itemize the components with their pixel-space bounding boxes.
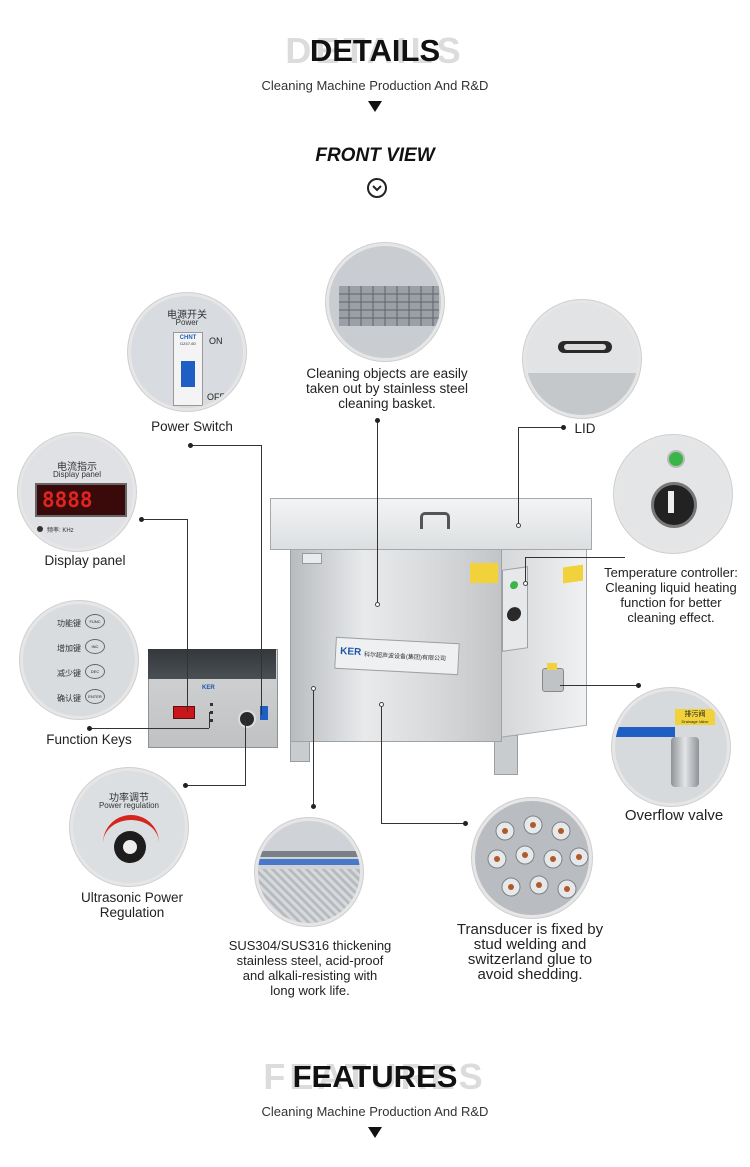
temperature-inset [614, 435, 732, 553]
brand-logo: KER [339, 646, 362, 659]
steel-line-3: and alkali-resisting with [242, 968, 378, 983]
steel-line-2: stainless steel, acid-proof [236, 953, 384, 968]
temperature-line-1: Temperature controller: [604, 565, 738, 580]
temperature-line-2: Cleaning liquid heating [605, 580, 737, 595]
key-func-button[interactable]: FUNC [85, 614, 105, 629]
steel-line-4: long work life. [270, 983, 350, 998]
down-triangle-icon [368, 101, 382, 112]
details-ghost-text: DETAILS [285, 30, 465, 71]
power-regulation-inset: 功率调节 Power regulation [70, 768, 188, 886]
features-subtitle: Cleaning Machine Production And R&D [261, 1104, 489, 1119]
machine-lid [270, 498, 592, 550]
chevron-down-circle-icon[interactable] [367, 178, 387, 198]
display-inset-freq: 频率: KHz [47, 528, 74, 534]
power-switch-label: Power Switch [151, 419, 233, 434]
brand-plate-text: 科尔超声波设备(集团)有限公司 [363, 652, 447, 663]
valve-tag-cn: 排污阀 [684, 711, 706, 718]
function-keys-inset: 功能键 FUNC 增加键 INC 减少键 DEC 确认键 ENTER [20, 601, 138, 719]
transducer-inset [472, 798, 592, 918]
transducer-line-1: Transducer is fixed by [456, 921, 604, 938]
breaker-model: DZ47-60 [180, 341, 196, 346]
overflow-valve-label: Overflow valve [624, 807, 724, 824]
ctrl-brand: KER [202, 685, 215, 691]
valve-tag-en: Drainage Valve [681, 719, 709, 724]
function-keys-label: Function Keys [46, 732, 132, 747]
power-switch-part[interactable] [260, 706, 268, 720]
breaker-brand: CHNT [179, 335, 197, 341]
key-enter-cn: 确认键 [57, 694, 81, 703]
transducer-line-4: avoid shedding. [477, 966, 583, 983]
key-enter-button[interactable]: ENTER [85, 689, 105, 704]
steel-inset [255, 818, 363, 926]
transducer-line-3: switzerland glue to [467, 951, 593, 968]
lid-handle [420, 512, 450, 529]
lid-label: LID [574, 421, 596, 436]
lid-inset [523, 300, 641, 418]
transducer-line-2: stud welding and [473, 936, 587, 953]
power-switch-inset: 电源开关 Power CHNT DZ47-60 ON OFF [128, 293, 246, 411]
details-title: DETAILS [309, 33, 441, 68]
power-reg-title-cn: 功率调节 [109, 793, 149, 804]
basket-line-3: cleaning basket. [338, 396, 436, 411]
features-ghost-text: FEATURES [263, 1056, 487, 1097]
display-inset-title-cn: 电流指示 [57, 462, 97, 473]
basket-line-2: taken out by stainless steel [305, 381, 469, 396]
temperature-line-3: function for better [620, 595, 722, 610]
power-regulation-label-1: Ultrasonic Power [80, 890, 184, 905]
details-heading: DETAILS DETAILS [0, 30, 750, 90]
temperature-line-4: cleaning effect. [627, 610, 715, 625]
down-triangle-icon-2 [368, 1127, 382, 1138]
details-subtitle: Cleaning Machine Production And R&D [261, 78, 489, 93]
power-off-label: OFF [207, 392, 225, 402]
power-regulation-label-2: Regulation [99, 905, 165, 920]
key-dec-button[interactable]: DEC [85, 664, 105, 679]
knob-icon[interactable] [114, 831, 146, 863]
basket-inset [326, 243, 444, 361]
power-inset-title-cn: 电源开关 [167, 310, 207, 321]
features-heading: FEATURES FEATURES [0, 1056, 750, 1116]
features-title: FEATURES [292, 1059, 458, 1094]
display-panel-label: Display panel [44, 553, 126, 568]
key-inc-cn: 增加键 [57, 644, 81, 653]
temperature-knob-icon[interactable] [651, 482, 697, 528]
led-display: 8888 [35, 483, 127, 517]
power-reg-title-en: Power regulation [98, 801, 160, 810]
front-view-title: FRONT VIEW [315, 145, 435, 166]
key-dec-cn: 减少键 [57, 669, 81, 678]
steel-line-1: SUS304/SUS316 thickening [228, 938, 392, 953]
brand-plate: KER 科尔超声波设备(集团)有限公司 [334, 636, 460, 676]
display-window [173, 706, 195, 719]
overflow-valve-part [542, 663, 564, 692]
key-func-cn: 功能键 [57, 619, 81, 628]
power-knob[interactable] [238, 710, 256, 728]
basket-line-1: Cleaning objects are easily [306, 366, 468, 381]
display-panel-inset: 电流指示 Display panel 8888 频率: KHz [18, 433, 136, 551]
display-inset-title-en: Display panel [52, 470, 102, 479]
key-inc-button[interactable]: INC [85, 639, 105, 654]
power-inset-title-en: Power [175, 318, 199, 327]
overflow-valve-inset: 排污阀 Drainage Valve [612, 688, 730, 806]
power-on-label: ON [209, 336, 223, 346]
warning-sticker [470, 563, 498, 583]
